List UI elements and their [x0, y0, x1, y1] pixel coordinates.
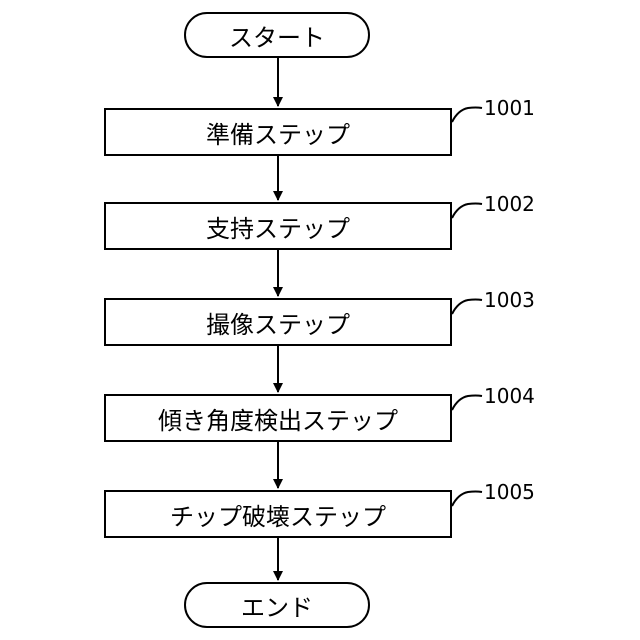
step-label: 支持ステップ [206, 209, 350, 244]
start-terminal: スタート [184, 12, 370, 58]
leader-line-1003 [452, 300, 482, 315]
step-label: 傾き角度検出ステップ [158, 401, 398, 436]
leader-line-1002 [452, 204, 482, 219]
leader-line-1001 [452, 108, 482, 123]
step-label: チップ破壊ステップ [170, 497, 386, 532]
step-box-chip-destruction: チップ破壊ステップ [104, 490, 452, 538]
ref-number: 1003 [484, 290, 535, 310]
ref-number: 1002 [484, 194, 535, 214]
end-label: エンド [241, 588, 313, 623]
step-label: 撮像ステップ [206, 305, 350, 340]
end-terminal: エンド [184, 582, 370, 628]
step-box-tilt-angle-detection: 傾き角度検出ステップ [104, 394, 452, 442]
leader-line-1005 [452, 492, 482, 507]
start-label: スタート [229, 18, 325, 53]
step-label: 準備ステップ [206, 115, 350, 150]
step-box-support: 支持ステップ [104, 202, 452, 250]
ref-number: 1005 [484, 482, 535, 502]
leader-line-1004 [452, 396, 482, 411]
ref-number: 1001 [484, 98, 535, 118]
step-box-preparation: 準備ステップ [104, 108, 452, 156]
step-box-imaging: 撮像ステップ [104, 298, 452, 346]
ref-number: 1004 [484, 386, 535, 406]
